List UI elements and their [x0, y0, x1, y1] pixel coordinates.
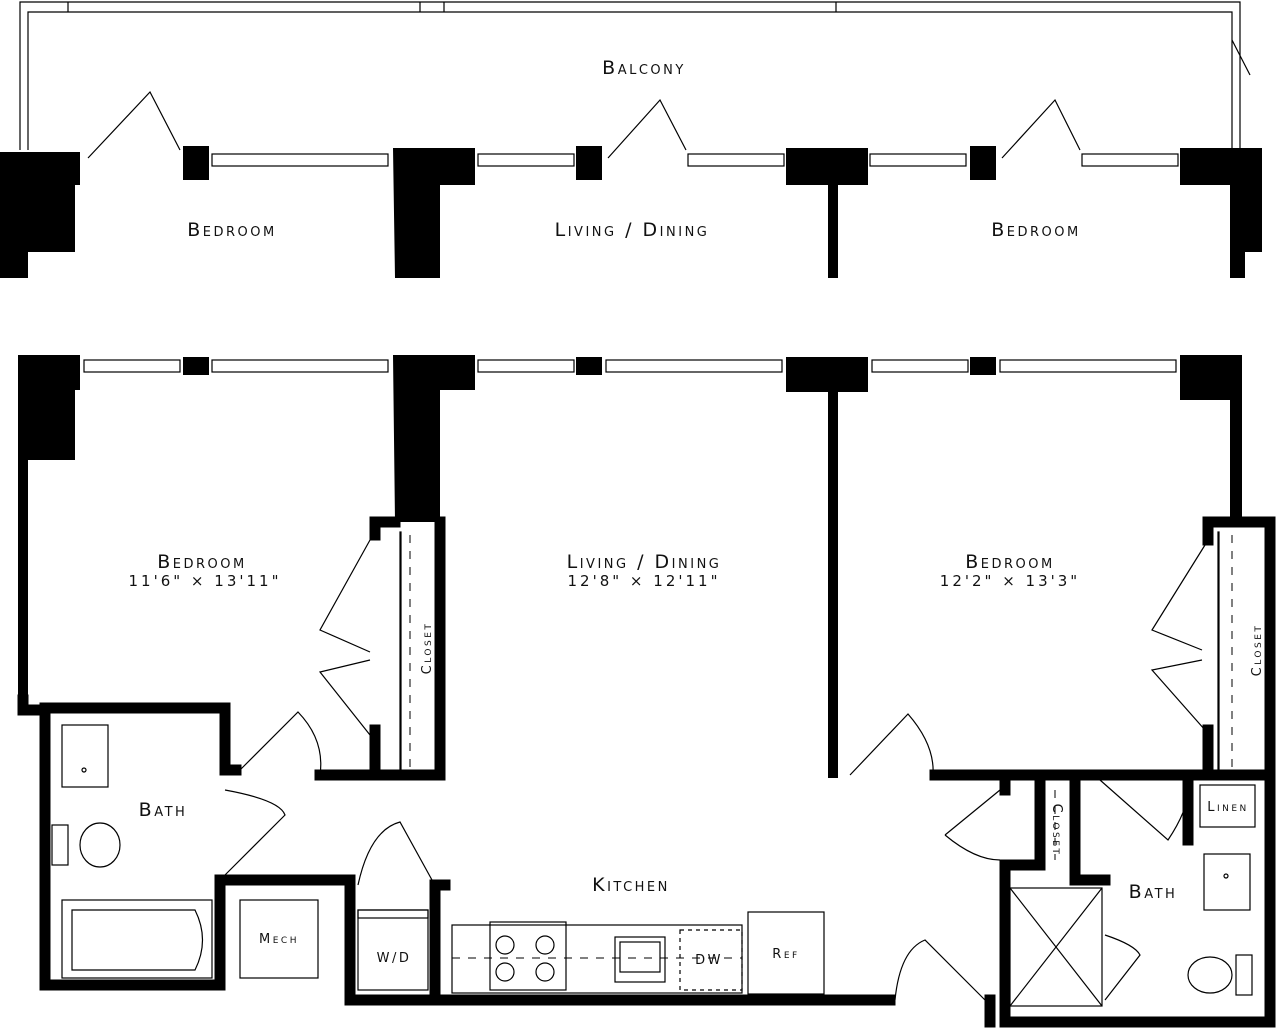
mech-label: Mech [259, 932, 299, 947]
closet-hall-label: Closet [1049, 804, 1064, 857]
balcony-label: Balcony [602, 57, 686, 79]
top-bedroom-right-label: Bedroom [991, 219, 1080, 241]
bedroom-left-dimensions: 11'6" × 13'11" [129, 572, 282, 590]
bath-right-label: Bath [1129, 881, 1178, 903]
bath-left-label: Bath [139, 799, 188, 821]
top-walls [0, 90, 1262, 278]
washer-dryer-label: W/D [377, 951, 412, 966]
bedroom-right-dimensions: 12'2" × 13'3" [940, 572, 1080, 590]
bedroom-left-label: Bedroom [157, 551, 246, 573]
kitchen-label: Kitchen [592, 874, 670, 896]
living-dining-dimensions: 12'8" × 12'11" [568, 572, 721, 590]
refrigerator-label: Ref [772, 947, 799, 962]
linen-label: Linen [1207, 800, 1249, 815]
top-bedroom-left-label: Bedroom [187, 219, 276, 241]
doors-and-fixtures [51, 531, 1256, 1007]
top-living-dining-label: Living / Dining [555, 219, 710, 241]
walls [17, 355, 1276, 1028]
closet-left-label: Closet [420, 622, 435, 675]
bedroom-right-label: Bedroom [965, 551, 1054, 573]
closet-right-label: Closet [1250, 624, 1265, 677]
dishwasher-label: DW [695, 953, 723, 968]
balcony-outline [19, 1, 1251, 150]
living-dining-label: Living / Dining [567, 551, 722, 573]
